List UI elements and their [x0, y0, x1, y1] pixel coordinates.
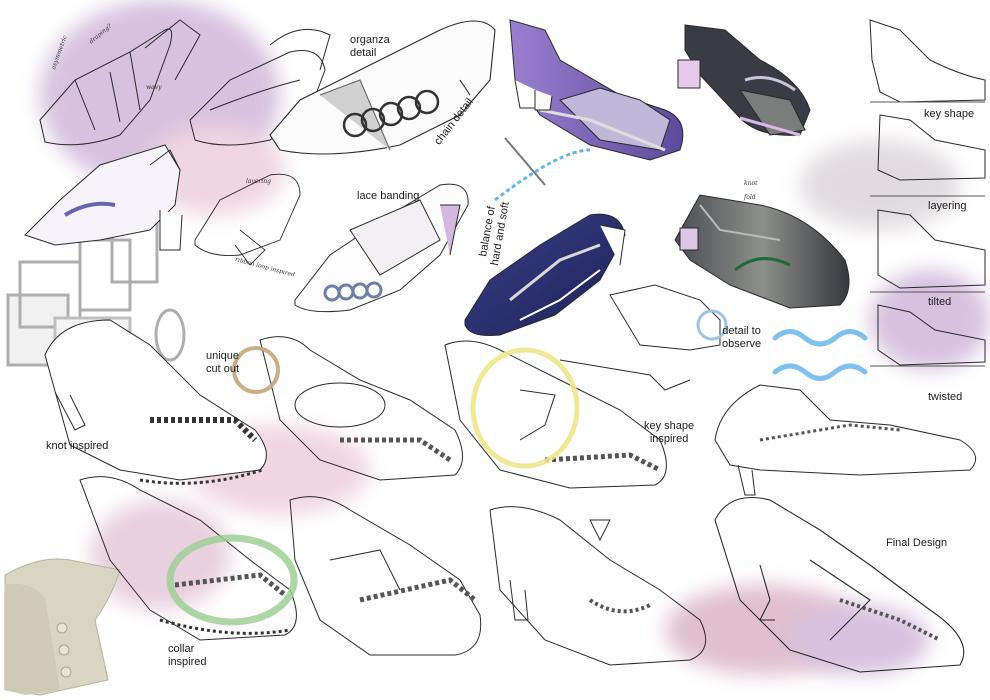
sketch-shoe-side-view — [714, 384, 977, 496]
sketch-shoe-green-stripe — [674, 194, 850, 309]
frame-oval — [154, 308, 186, 362]
label-knot-inspired: knot inspired — [46, 440, 109, 452]
sketch-shoe-lattice — [289, 496, 482, 656]
highlight-green-collar — [166, 534, 298, 626]
label-organza-detail: organza detail — [350, 34, 390, 59]
sketch-shoe-purple-block — [509, 19, 684, 161]
note-layering: layering — [246, 178, 271, 185]
highlight-tan-cutout — [232, 346, 280, 394]
sketch-key-shape-column — [869, 19, 986, 367]
watercolor-washes — [40, 0, 990, 675]
highlight-yellow-keyshape — [470, 347, 580, 469]
sketch-shoe-navy-balance — [464, 213, 626, 336]
sketch-shoe-ribbon-loop — [194, 173, 301, 266]
wash-grey-right — [800, 140, 960, 230]
wash-lilac-collar — [90, 500, 230, 610]
sketch-shoe-unique-cutout — [259, 336, 463, 481]
label-key-shape-inspired: key shape inspired — [644, 420, 695, 445]
note-wavy: wavy — [146, 84, 162, 91]
sketch-shoe-lace-banding — [294, 183, 469, 313]
label-lace-banding: lace banding — [357, 190, 420, 202]
side-label-twisted: twisted — [928, 391, 963, 403]
label-unique-cutout: unique cut out — [206, 350, 240, 375]
sketch-shoe-knot — [44, 319, 267, 485]
sketch-shoe-key-shape — [444, 340, 691, 489]
sketch-shoe-bow-heel — [489, 506, 707, 666]
thread-and-needle — [494, 137, 591, 202]
label-collar-inspired: collar inspired — [168, 643, 207, 668]
collar-photo — [4, 558, 121, 696]
side-sketch-twisted — [877, 304, 986, 366]
label-final-design: Final Design — [886, 537, 948, 549]
twisted-blue-ribbons — [772, 329, 868, 381]
frame-3 — [78, 238, 132, 312]
side-sketch-tilted — [877, 209, 986, 289]
side-label-layering: layering — [928, 200, 967, 212]
key-sketch — [609, 284, 728, 351]
side-label-key-shape: key shape — [924, 108, 975, 120]
sketch-shoe-chain-loafer — [269, 20, 496, 155]
wash-lilac-right — [870, 270, 990, 370]
sketch-shoe-wavy-block — [24, 144, 183, 251]
label-detail-to-observe: detail to observe — [722, 325, 762, 350]
sketch-shoe-dark-slingback — [677, 24, 811, 137]
note-fold: fold — [744, 194, 756, 201]
side-sketch-layering — [877, 114, 986, 181]
wash-pink-topleft — [145, 125, 285, 215]
note-knot: knot — [744, 180, 758, 187]
circle-highlights — [166, 346, 580, 626]
sketch-shoe-asymmetric — [39, 19, 201, 146]
sketch-shoe-final-design — [714, 496, 965, 673]
side-sketch-key-shape — [869, 19, 986, 103]
wash-lilac-final — [790, 605, 930, 675]
side-label-tilted: tilted — [928, 296, 952, 308]
